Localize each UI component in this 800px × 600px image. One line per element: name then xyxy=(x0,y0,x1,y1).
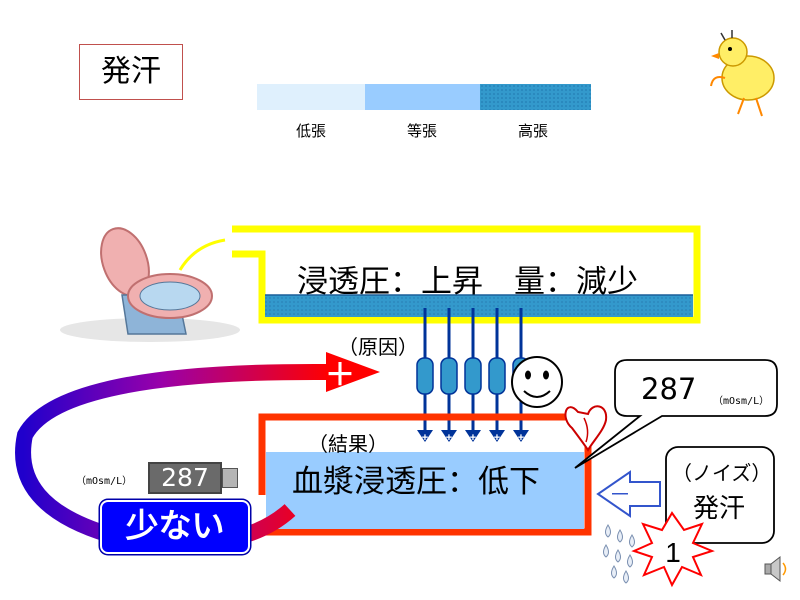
arrow-plus-2: + xyxy=(446,432,452,444)
blood-label: 血漿浸透圧：低下 xyxy=(292,464,540,500)
cause-label: （原因） xyxy=(338,335,418,359)
noise-box xyxy=(665,446,775,544)
plus-sign: ＋ xyxy=(325,359,355,392)
kidney-box xyxy=(232,225,701,324)
toilet-icon xyxy=(60,227,240,342)
callout-unit: （mOsm/L） xyxy=(713,396,770,407)
arrow-plus-4: + xyxy=(494,432,500,444)
legend-label-hypertonic: 高張 xyxy=(517,122,548,140)
noise-text: 発汗 xyxy=(693,494,746,524)
noise-arrow xyxy=(596,470,661,518)
arrow-plus-3: + xyxy=(470,432,476,444)
meter-unit: （mOsm/L） xyxy=(76,476,133,487)
page-title: 発汗 xyxy=(79,44,183,100)
heart-icon xyxy=(564,405,608,452)
arrow-plus-1: + xyxy=(422,432,428,444)
noise-label: （ノイズ） xyxy=(672,461,772,485)
kidney-label: 浸透圧：上昇 量：減少 xyxy=(297,264,638,300)
value-callout xyxy=(574,359,778,469)
few-label: 少ない xyxy=(100,500,250,554)
star-number: 1 xyxy=(665,537,681,568)
smiley-icon xyxy=(511,356,563,408)
arrow-plus-5: + xyxy=(518,432,524,444)
legend-swatch-hypotonic xyxy=(257,84,365,110)
legend-label-hypotonic: 低張 xyxy=(295,122,326,140)
water-drops-icon xyxy=(603,524,635,584)
legend-label-isotonic: 等張 xyxy=(406,122,437,140)
explosion-star xyxy=(631,511,715,588)
chick-icon xyxy=(710,30,775,117)
meter-cap xyxy=(222,468,238,488)
callout-value: 287 xyxy=(641,372,697,406)
result-label: （結果） xyxy=(308,432,388,456)
legend-swatch-isotonic xyxy=(365,84,480,110)
speaker-icon[interactable] xyxy=(764,555,787,583)
osmolality-meter: 287 xyxy=(148,462,222,494)
minus-sign: － xyxy=(609,482,631,507)
legend-swatch-hypertonic xyxy=(480,84,591,110)
